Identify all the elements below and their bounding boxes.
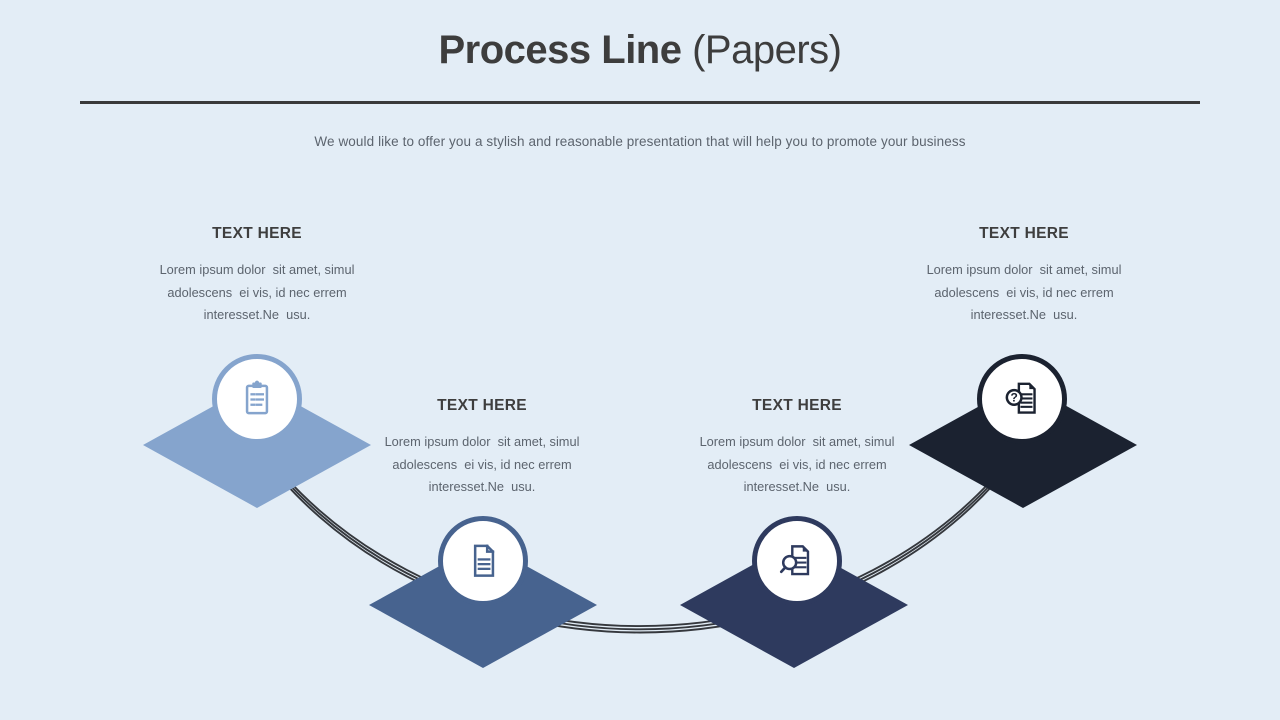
step-4-body-line: interesset.Ne usu.: [970, 307, 1078, 322]
page-title-light: (Papers): [681, 28, 842, 72]
subtitle: We would like to offer you a stylish and…: [314, 134, 966, 149]
step-2-circle: [438, 516, 528, 606]
step-1-diamond: [143, 382, 371, 508]
step-2-body-line: interesset.Ne usu.: [428, 479, 536, 494]
step-4-heading: TEXT HERE: [979, 225, 1069, 242]
document-question-icon: ?: [1005, 382, 1036, 414]
step-3-heading: TEXT HERE: [752, 397, 842, 414]
step-2-heading: TEXT HERE: [437, 397, 527, 414]
step-1-body-line: adolescens ei vis, id nec errem: [167, 284, 347, 300]
step-4-diamond: [909, 382, 1137, 508]
document-search-icon: [779, 545, 810, 576]
step-1-body-line: interesset.Ne usu.: [203, 307, 311, 322]
connector-curve: [256, 441, 1024, 634]
page-title-bold: Process Line: [438, 28, 682, 72]
step-3-body-line: adolescens ei vis, id nec errem: [707, 456, 887, 472]
title-divider: [80, 101, 1200, 104]
question-glyph: ?: [1010, 391, 1017, 405]
page-title: Process Line (Papers): [0, 28, 1280, 73]
document-icon: [473, 544, 495, 577]
step-1-heading: TEXT HERE: [212, 225, 302, 242]
step-3-body-line: interesset.Ne usu.: [743, 479, 851, 494]
step-3-circle: [752, 516, 842, 606]
step-4-circle: ?: [977, 354, 1067, 444]
step-4-text-block: TEXT HERE Lorem ipsum dolor sit amet, si…: [909, 225, 1139, 327]
step-2-body-line: adolescens ei vis, id nec errem: [392, 456, 572, 472]
step-1-circle: [212, 354, 302, 444]
step-4-body-line: Lorem ipsum dolor sit amet, simul: [926, 262, 1122, 277]
step-3-body-line: Lorem ipsum dolor sit amet, simul: [699, 434, 895, 449]
step-1-body-line: Lorem ipsum dolor sit amet, simul: [159, 262, 355, 277]
clipboard-checklist-icon: [245, 380, 269, 415]
step-2-text-block: TEXT HERE Lorem ipsum dolor sit amet, si…: [367, 397, 597, 499]
step-1-text-block: TEXT HERE Lorem ipsum dolor sit amet, si…: [142, 225, 372, 327]
step-3-text-block: TEXT HERE Lorem ipsum dolor sit amet, si…: [682, 397, 912, 499]
step-2-body-line: Lorem ipsum dolor sit amet, simul: [384, 434, 580, 449]
step-4-body-line: adolescens ei vis, id nec errem: [934, 284, 1114, 300]
